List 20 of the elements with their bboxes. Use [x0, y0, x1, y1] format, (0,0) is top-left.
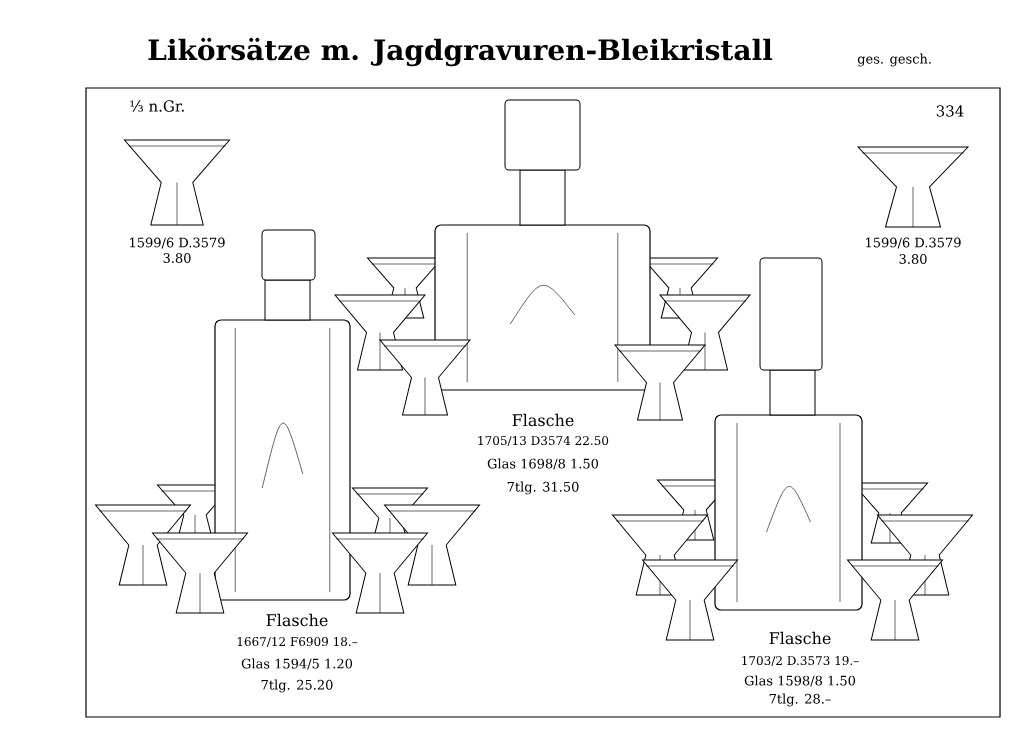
price-text: 7tlg. 25.20 — [261, 679, 333, 693]
price-text: Glas 1698/8 1.50 — [487, 458, 599, 470]
product-heading: Flasche — [769, 631, 831, 645]
price-text: 3.80 — [163, 253, 191, 263]
price-text: 1703/2 D.3573 19.– — [742, 656, 859, 666]
price-text: 1599/6 D.3579 — [130, 237, 225, 249]
price-text: 1667/12 F6909 18.– — [237, 637, 358, 647]
price-text: 7tlg. 31.50 — [507, 481, 579, 495]
price-text: 1599/6 D.3579 — [866, 237, 961, 249]
product-heading: Flasche — [512, 413, 574, 427]
page-number: 334 — [936, 105, 964, 117]
product-heading: Flasche — [266, 613, 328, 627]
price-text: Glas 1594/5 1.20 — [241, 658, 353, 670]
scale-note: ⅓ n.Gr. — [130, 100, 184, 112]
price-text: Glas 1598/8 1.50 — [744, 675, 856, 687]
price-text: 3.80 — [899, 254, 927, 264]
price-text: 1705/13 D3574 22.50 — [478, 436, 609, 446]
page-title: Likörsätze m. Jagdgravuren-Bleikristall — [148, 37, 773, 67]
title-suffix: ges. gesch. — [857, 53, 931, 67]
price-text: 7tlg. 28.– — [769, 693, 831, 707]
